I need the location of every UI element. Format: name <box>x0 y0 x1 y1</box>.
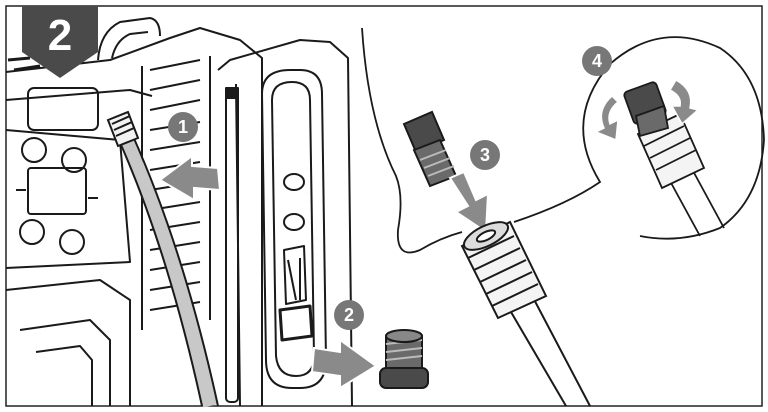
hose-right <box>460 220 591 407</box>
callout-3: 3 <box>470 140 500 170</box>
air-hose <box>106 110 219 408</box>
arrow-3 <box>448 170 490 234</box>
callout-4: 4 <box>582 46 612 76</box>
rotate-arrow-left <box>594 94 620 142</box>
arrow-2 <box>310 338 378 390</box>
compressor-body <box>5 17 263 406</box>
callout-1: 1 <box>168 112 198 142</box>
control-button <box>61 147 87 173</box>
callout-2: 2 <box>334 300 364 330</box>
fitting <box>283 213 305 231</box>
control-button <box>19 219 45 245</box>
step-badge-shape <box>22 6 98 78</box>
frame <box>5 5 763 407</box>
lcd-screen <box>27 167 87 215</box>
divider-curve <box>361 27 463 254</box>
fitting <box>283 173 305 191</box>
control-button <box>59 229 85 255</box>
step-number: 2 <box>47 11 73 60</box>
step-badge: 2 <box>22 6 98 80</box>
hose-end-fitting <box>106 110 140 148</box>
rotate-arrow-right <box>668 78 700 126</box>
arrow-1 <box>158 154 222 202</box>
display-panel <box>27 87 99 131</box>
valve-cap <box>402 110 458 188</box>
zoom-detail <box>513 36 765 240</box>
valve-cap-removed <box>379 329 429 389</box>
hose-housing <box>217 39 353 407</box>
control-button <box>21 137 47 163</box>
